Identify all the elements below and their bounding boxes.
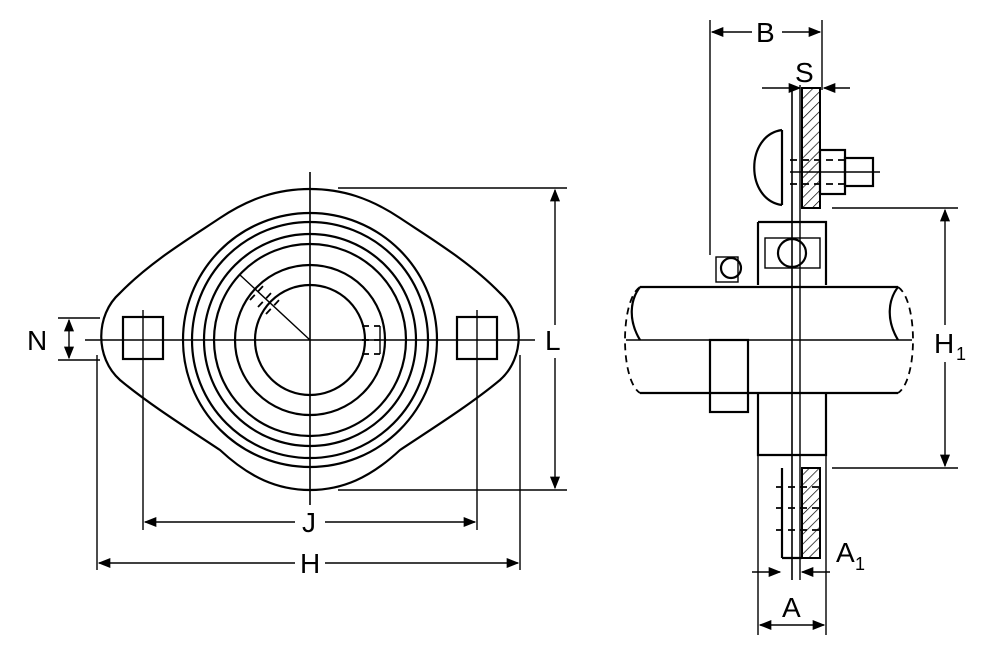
label-h1-subscript: 1 <box>956 344 966 364</box>
flange-section-lower <box>801 467 821 559</box>
label-n: N <box>27 325 47 356</box>
label-h: H <box>300 548 320 579</box>
label-a: A <box>782 592 801 623</box>
set-screw-detail <box>239 274 311 341</box>
flange-section-upper <box>801 87 821 209</box>
bolt-upper <box>753 128 880 207</box>
locking-collar <box>708 338 750 414</box>
label-l: L <box>545 325 561 356</box>
label-b: B <box>756 17 775 48</box>
shaft <box>640 285 898 395</box>
label-h1: H <box>934 328 954 359</box>
label-j: J <box>302 507 316 538</box>
front-dimensions <box>58 187 567 570</box>
side-view <box>624 85 914 580</box>
front-view <box>85 172 535 505</box>
bolt-lower <box>776 486 820 531</box>
flange-outline <box>100 187 520 492</box>
side-dimensions <box>709 20 958 635</box>
label-a1-subscript: 1 <box>855 554 865 574</box>
label-s: S <box>795 57 814 88</box>
label-a1: A <box>836 537 855 568</box>
